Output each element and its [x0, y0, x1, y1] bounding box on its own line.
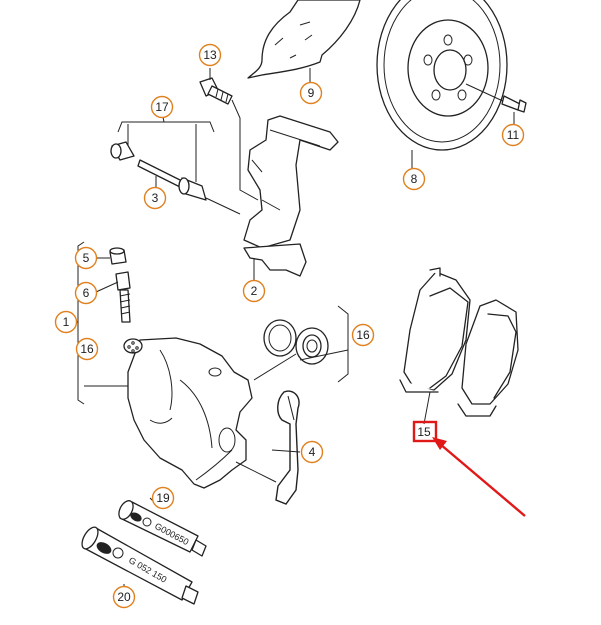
- bleeder-cap-part[interactable]: [96, 247, 127, 265]
- svg-text:1: 1: [63, 315, 70, 329]
- callout-20[interactable]: 20: [112, 585, 136, 609]
- callout-5[interactable]: 5: [74, 246, 98, 270]
- disc-screw-part[interactable]: [465, 83, 527, 126]
- callout-11[interactable]: 11: [501, 123, 525, 147]
- callout-17[interactable]: 17: [150, 95, 174, 119]
- callout-16-right[interactable]: 16: [351, 323, 375, 347]
- svg-text:17: 17: [155, 100, 169, 114]
- highlight-arrow: [432, 437, 526, 517]
- svg-text:9: 9: [308, 86, 315, 100]
- svg-text:5: 5: [83, 251, 90, 265]
- svg-text:13: 13: [203, 48, 217, 62]
- caliper-assembly-bracket: [77, 241, 85, 405]
- svg-text:11: 11: [507, 128, 520, 142]
- brake-pads-part[interactable]: [399, 267, 519, 425]
- grease-tube-20-part[interactable]: G 052 150: [79, 525, 199, 605]
- svg-text:20: 20: [117, 590, 131, 604]
- callout-16-left[interactable]: 16: [75, 337, 99, 361]
- svg-text:6: 6: [83, 286, 90, 300]
- svg-text:2: 2: [251, 284, 258, 298]
- brake-carrier-part[interactable]: [243, 115, 339, 282]
- splash-shield-part[interactable]: [247, 0, 361, 84]
- callout-13[interactable]: 13: [198, 43, 222, 67]
- svg-text:4: 4: [309, 445, 316, 459]
- bleeder-valve-part[interactable]: [95, 271, 131, 323]
- callout-6[interactable]: 6: [74, 281, 98, 305]
- callout-15[interactable]: 15: [415, 423, 433, 441]
- svg-text:3: 3: [152, 191, 159, 205]
- grease-tube-19-part[interactable]: G000650: [116, 497, 207, 557]
- svg-text:16: 16: [80, 342, 94, 356]
- callout-2[interactable]: 2: [242, 279, 266, 303]
- brake-disc-part[interactable]: [376, 0, 508, 170]
- callout-1[interactable]: 1: [54, 310, 78, 334]
- guide-pin-set-part[interactable]: [110, 111, 241, 215]
- caliper-housing-part[interactable]: [123, 337, 253, 489]
- carrier-bolt-part[interactable]: [199, 68, 259, 201]
- svg-text:16: 16: [356, 328, 370, 342]
- callout-19[interactable]: 19: [151, 486, 175, 510]
- callout-4[interactable]: 4: [300, 440, 324, 464]
- callout-8[interactable]: 8: [402, 167, 426, 191]
- svg-text:15: 15: [417, 425, 431, 439]
- svg-text:19: 19: [156, 491, 170, 505]
- callout-3[interactable]: 3: [143, 186, 167, 210]
- retaining-spring-part[interactable]: [235, 390, 301, 505]
- highlight-box: [412, 420, 438, 443]
- callout-9[interactable]: 9: [299, 81, 323, 105]
- svg-text:8: 8: [411, 172, 418, 186]
- piston-seal-kit-part[interactable]: [253, 305, 349, 383]
